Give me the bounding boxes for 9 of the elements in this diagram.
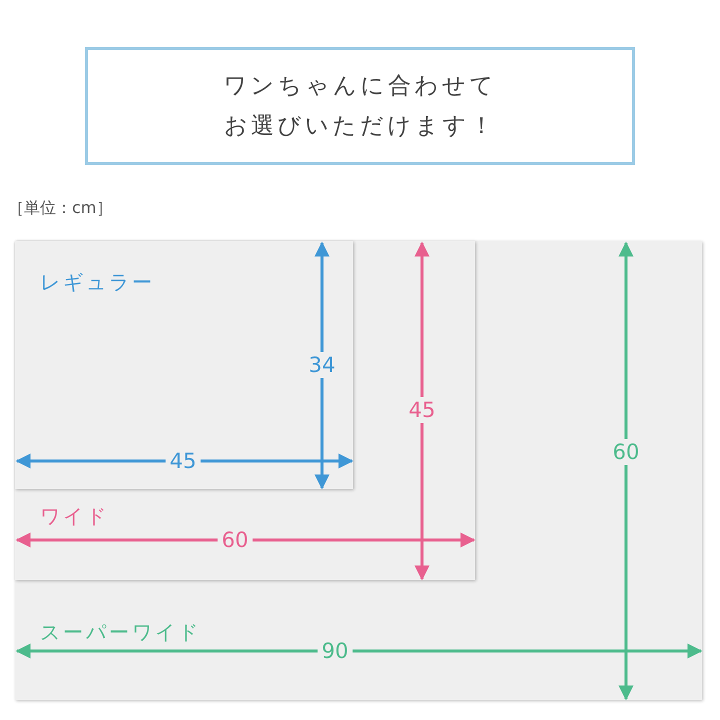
mat-name: スーパーワイド [40, 619, 201, 646]
heading-text: ワンちゃんに合わせてお選びいただけます！ [222, 72, 498, 141]
mat-rectangle [15, 241, 475, 580]
unit-note: ［単位：cm］ [8, 197, 112, 219]
heading-box [85, 47, 635, 165]
mat-rectangle [15, 241, 702, 700]
mat-name: レギュラー [40, 269, 155, 296]
mat-name: ワイド [40, 503, 109, 530]
mat-rectangle [15, 241, 353, 489]
